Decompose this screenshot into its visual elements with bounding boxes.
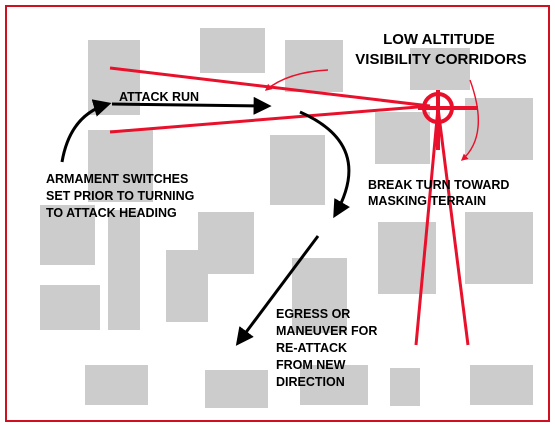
terrain-block xyxy=(166,250,208,322)
visibility-corridors xyxy=(109,66,470,346)
terrain-block xyxy=(200,28,265,73)
terrain-block xyxy=(85,365,148,405)
armament-label: ARMAMENT SWITCHES SET PRIOR TO TURNING T… xyxy=(46,172,198,220)
egress-label: EGRESS OR MANEUVER FOR RE-ATTACK FROM NE… xyxy=(276,307,381,389)
terrain-block xyxy=(390,368,420,406)
corridor-line-right-down xyxy=(436,107,470,346)
terrain-block xyxy=(88,130,153,202)
terrain-block xyxy=(40,205,95,265)
terrain-block xyxy=(470,365,533,405)
setup-turn-arrow xyxy=(60,99,112,163)
terrain-block xyxy=(375,112,430,164)
terrain-block xyxy=(108,210,140,330)
crosshair-target-icon xyxy=(418,90,478,150)
terrain-block xyxy=(300,365,368,405)
terrain-block xyxy=(270,135,325,205)
terrain-block xyxy=(40,285,100,330)
corridor-callout-arrow-left xyxy=(264,69,329,91)
terrain-block xyxy=(205,370,268,408)
terrain-block xyxy=(410,48,470,90)
break-turn-arrow xyxy=(299,110,351,219)
attack-run-label: ATTACK RUN xyxy=(119,90,199,104)
corridors-label: LOW ALTITUDE VISIBILITY CORRIDORS xyxy=(355,31,526,68)
egress-arrow xyxy=(235,235,320,346)
corridor-line-lower xyxy=(109,104,431,134)
terrain-block xyxy=(285,40,343,92)
corridor-line-left-down xyxy=(414,107,440,346)
corridor-callout-arrow-right xyxy=(460,79,480,161)
terrain-block xyxy=(292,258,347,333)
attack-run-arrow xyxy=(111,96,272,115)
terrain-block xyxy=(465,212,533,284)
break-turn-label: BREAK TURN TOWARD MASKING TERRAIN xyxy=(368,178,513,208)
